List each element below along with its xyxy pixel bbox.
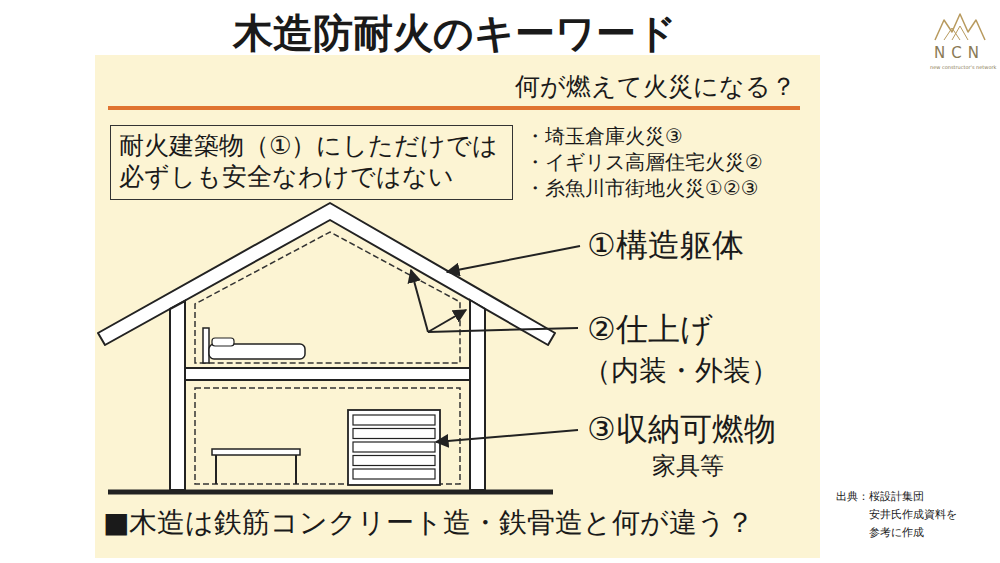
roof	[98, 203, 555, 345]
callout-label: ①構造躯体	[587, 226, 744, 264]
logo-mark	[935, 14, 985, 40]
drawer	[353, 456, 435, 466]
source-note: 安井氏作成資料を	[869, 508, 957, 521]
orange-rule	[108, 106, 800, 110]
source-note: 出典：桜設計集団	[836, 490, 924, 503]
table-leg	[215, 455, 217, 484]
left-wall	[170, 301, 185, 490]
title: 木造防耐火のキーワード	[0, 6, 910, 61]
upper-finish	[195, 232, 460, 363]
source-note: 参考に作成	[869, 526, 924, 539]
case-item: ・埼玉倉庫火災③	[525, 124, 683, 148]
panel: 何が燃えて火災になる？ ■木造は鉄筋コンクリート造・鉄骨造と何が違う？ 耐火建築物（…	[95, 55, 820, 558]
leader-line	[428, 328, 578, 332]
leader-line	[428, 310, 466, 332]
callout-sublabel: （内装・外装）	[583, 354, 779, 388]
leader-line	[411, 270, 428, 332]
callout-label: ③収納可燃物	[587, 410, 776, 448]
case-item: ・イギリス高層住宅火災②	[525, 150, 763, 174]
drawer	[353, 469, 435, 479]
leader-line	[447, 246, 580, 272]
pillow	[212, 338, 234, 346]
chest	[348, 410, 440, 485]
note-text: 耐火建築物（①）にしただけでは 必ずしも安全なわけではない	[111, 126, 510, 197]
bed	[209, 344, 305, 359]
drawer	[353, 415, 435, 425]
ground-line	[108, 490, 553, 495]
logo-mark	[944, 26, 968, 40]
table	[212, 449, 300, 455]
logo-text: NCN	[934, 44, 985, 62]
case-item: ・糸魚川市街地火災①②③	[525, 176, 759, 200]
callout-label: ②仕上げ	[587, 310, 713, 348]
bottom-question: ■木造は鉄筋コンクリート造・鉄骨造と何が違う？	[103, 505, 754, 540]
floor-slab	[185, 368, 470, 380]
drawer	[353, 429, 435, 439]
right-wall	[470, 300, 485, 490]
table-leg	[295, 455, 297, 484]
lower-finish	[195, 388, 460, 484]
question-heading: 何が燃えて火災になる？	[515, 71, 796, 102]
chest-drawers	[353, 415, 435, 479]
leader-line	[436, 430, 578, 442]
drawer	[353, 442, 435, 452]
bed-headboard	[203, 328, 209, 363]
logo-subtext: new constructor's network	[930, 64, 996, 70]
note-box: 耐火建築物（①）にしただけでは 必ずしも安全なわけではない	[110, 125, 513, 200]
callout-sublabel: 家具等	[652, 452, 724, 481]
